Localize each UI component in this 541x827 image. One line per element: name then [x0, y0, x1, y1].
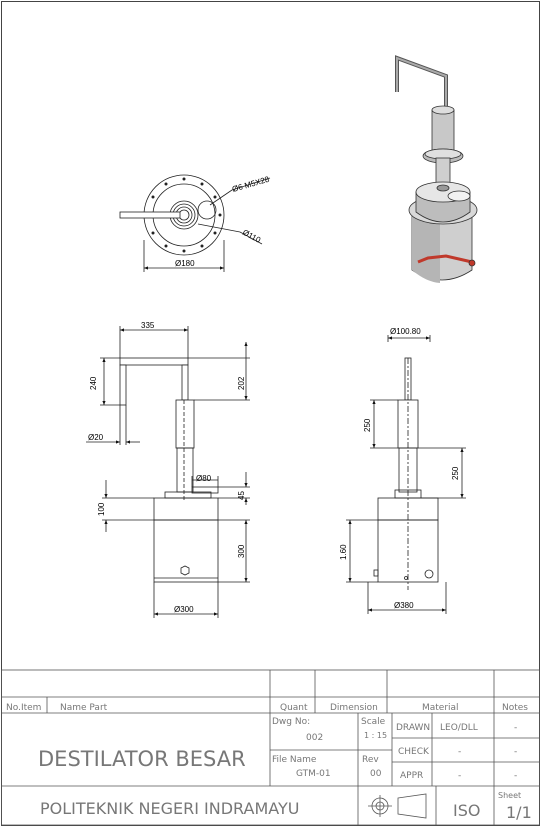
appr-label: APPR — [400, 771, 423, 781]
dim-side-160: 1.60 — [339, 544, 348, 560]
dim-side-base: Ø380 — [394, 601, 414, 610]
header-no-item: No.Item — [6, 703, 41, 713]
rev-label: Rev — [362, 755, 379, 765]
drawn-label: DRAWN — [396, 723, 430, 733]
dim-lid: 100 — [97, 502, 106, 516]
dim-arm-height: 240 — [89, 376, 98, 390]
dim-bolt: Ø6 M5X28 — [231, 175, 271, 194]
drawing-title: DESTILATOR BESAR — [38, 747, 246, 771]
dim-pipe-diameter: Ø20 — [88, 433, 104, 442]
front-body — [153, 519, 219, 583]
sheet-value: 1/1 — [506, 803, 532, 822]
check-value: - — [458, 747, 461, 757]
dim-outer-diameter: Ø180 — [175, 259, 195, 268]
institution-name: POLITEKNIK NEGERI INDRAMAYU — [40, 799, 299, 818]
dwg-no: 002 — [306, 733, 323, 743]
top-view — [119, 174, 271, 272]
drawn-value: LEO/DLL — [440, 723, 478, 733]
standard: ISO — [453, 801, 480, 820]
scale-label: Scale — [361, 717, 386, 727]
dim-arm-width: 335 — [141, 321, 155, 330]
rev-value: 00 — [370, 769, 382, 779]
notes-value-1: - — [514, 723, 517, 733]
dim-body: 300 — [237, 544, 246, 558]
dim-pipe-top: 202 — [237, 376, 246, 390]
header-name-part: Name Part — [60, 703, 108, 713]
dim-flange: Ø80 — [196, 474, 212, 483]
front-view — [86, 326, 250, 618]
notes-value-3: - — [514, 771, 517, 781]
file-name-label: File Name — [272, 755, 317, 765]
header-material: Material — [422, 703, 459, 713]
dim-base: Ø300 — [174, 605, 194, 614]
dim-side-250-right: 250 — [451, 466, 460, 480]
scale-value: 1 : 15 — [364, 731, 387, 740]
file-name: GTM-01 — [296, 769, 331, 779]
sheet-label: Sheet — [498, 791, 521, 800]
dim-side-250-left: 250 — [363, 418, 372, 432]
front-arm — [119, 357, 189, 366]
check-label: CHECK — [398, 747, 430, 757]
dim-side-top: Ø100.80 — [390, 327, 421, 336]
header-dimension: Dimension — [330, 703, 378, 713]
header-notes: Notes — [502, 703, 528, 713]
title-block: No.Item Name Part Quant Dimension Materi… — [1, 669, 540, 826]
header-quant: Quant — [280, 703, 308, 713]
dim-neck: 45 — [237, 491, 246, 500]
isometric-view — [395, 55, 478, 283]
appr-value: - — [458, 771, 461, 781]
notes-value-2: - — [514, 747, 517, 757]
side-view — [346, 335, 466, 614]
dwg-no-label: Dwg No: — [272, 717, 310, 727]
